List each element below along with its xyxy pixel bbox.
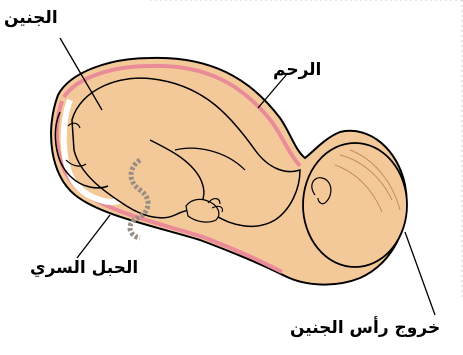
label-uterus: الرحم	[273, 60, 321, 80]
label-fetus: الجنين	[4, 8, 58, 28]
label-fetal-head-exit: خروج رأس الجنين	[290, 318, 440, 338]
fetus-head	[303, 143, 407, 267]
label-umbilical-cord: الحبل السري	[30, 258, 138, 278]
